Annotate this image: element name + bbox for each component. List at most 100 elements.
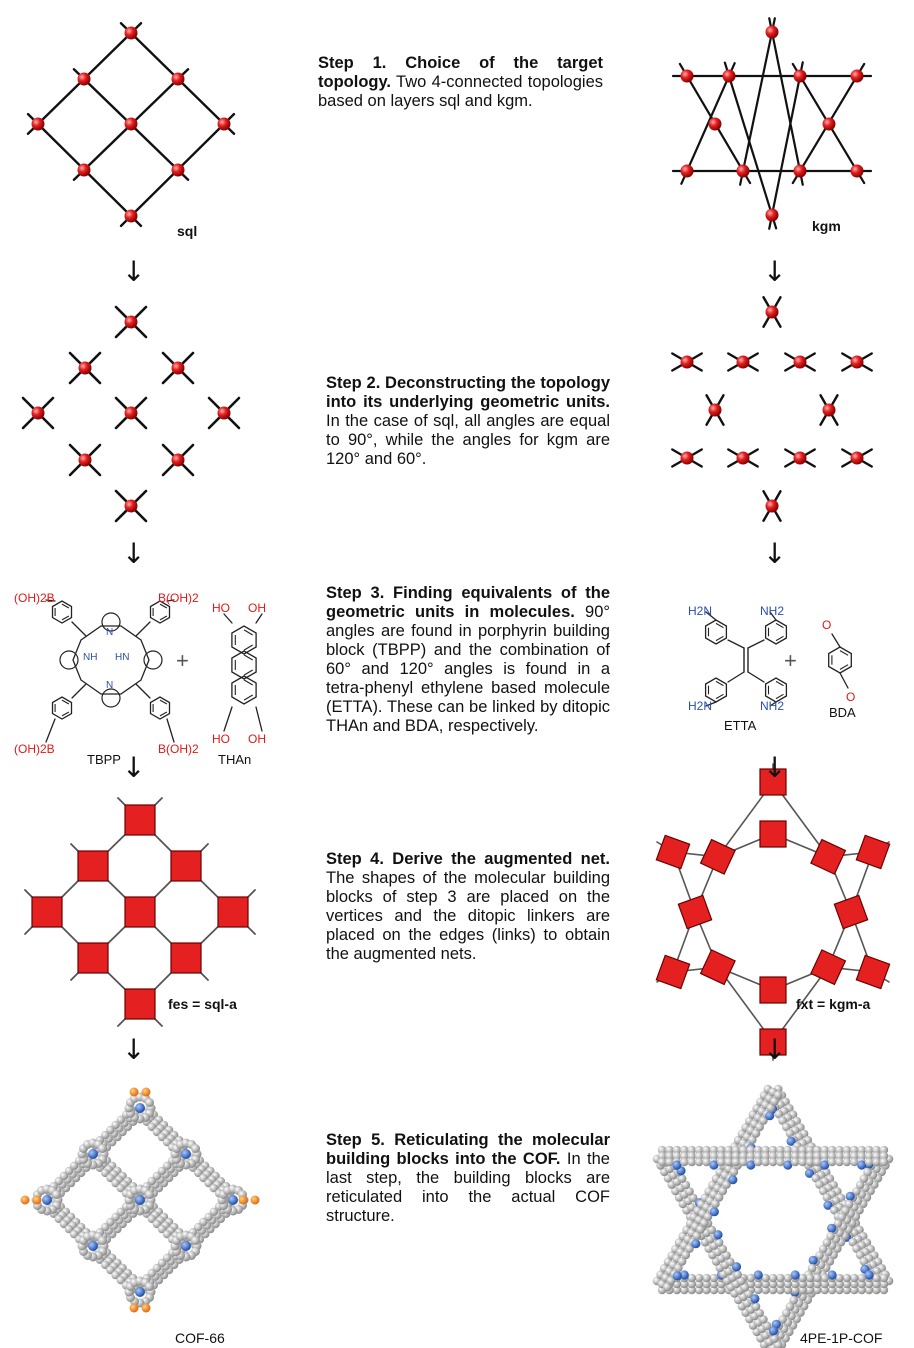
kgm-node xyxy=(765,208,779,222)
cof-nitrogen-atom xyxy=(823,1200,833,1210)
tbpp-boronic-bottom-left: (OH)2B xyxy=(14,742,55,756)
cof-carbon-atom xyxy=(714,1193,724,1202)
cof-carbon-atom xyxy=(855,1180,865,1190)
cof-carbon-atom xyxy=(850,1285,859,1295)
cof-carbon-atom xyxy=(842,1157,852,1167)
cof-carbon-atom xyxy=(680,1145,689,1155)
kgm-node xyxy=(793,164,807,178)
cof-carbon-atom xyxy=(844,1199,854,1209)
ring-double-bond xyxy=(61,603,70,609)
fes-square xyxy=(124,896,156,928)
tbpp-n-bottom: N xyxy=(106,680,114,691)
cof-carbon-atom xyxy=(798,1145,807,1155)
cof-carbon-atom xyxy=(145,1190,154,1199)
cof-carbon-atom xyxy=(783,1145,793,1155)
cof-carbon-atom xyxy=(879,1145,889,1155)
plus-right: + xyxy=(784,648,797,673)
cof-carbon-atom xyxy=(657,1157,667,1167)
cof-carbon-atom xyxy=(864,1285,874,1295)
ring-double-bond xyxy=(775,680,784,687)
bond xyxy=(71,621,87,637)
fxt-square xyxy=(699,949,736,986)
cof-carbon-atom xyxy=(711,1199,720,1209)
cof-carbon-atom xyxy=(162,1230,172,1239)
cof-carbon-atom xyxy=(820,1273,829,1283)
cof-carbon-atom xyxy=(790,1145,800,1155)
cof-carbon-atom xyxy=(152,1171,162,1181)
sql-node xyxy=(31,117,45,131)
tbpp-boronic-tr-text: B(OH)2 xyxy=(158,591,199,605)
etta-amine-top-left: H2N xyxy=(688,604,713,618)
ring-double-bond xyxy=(159,711,168,717)
cof-carbon-atom xyxy=(822,1193,832,1202)
cof-carbon-atom xyxy=(879,1279,889,1289)
cof-carbon-atom xyxy=(702,1279,711,1289)
cof-carbon-atom xyxy=(768,1279,778,1289)
than-ho-bottom: HO xyxy=(212,732,230,746)
step-1-body: Two 4-connected topologies based on laye… xyxy=(318,73,603,110)
cof-carbon-atom xyxy=(52,1190,61,1199)
cof-carbon-atom xyxy=(864,1145,874,1155)
cof-carbon-atom xyxy=(835,1285,844,1295)
cof-carbon-atom xyxy=(759,1116,768,1125)
cof-carbon-atom xyxy=(687,1145,696,1155)
cof-carbon-atom xyxy=(687,1151,696,1161)
cof-carbon-atom xyxy=(813,1279,822,1289)
cof-carbon-atom xyxy=(857,1279,866,1289)
fxt-square xyxy=(855,834,891,870)
cof-carbon-atom xyxy=(101,1222,110,1232)
kgm-node xyxy=(680,69,694,83)
cof-nitrogen-atom xyxy=(786,1136,796,1146)
cof-carbon-atom xyxy=(672,1151,682,1161)
cof-carbon-atom xyxy=(761,1157,770,1167)
cof-carbon-atom xyxy=(842,1273,852,1283)
sql-unit-node xyxy=(217,406,231,420)
cof-carbon-atom xyxy=(657,1145,667,1155)
bond xyxy=(255,613,263,624)
cof-carbon-atom xyxy=(162,1161,172,1171)
cof-nitrogen-atom xyxy=(857,1160,867,1170)
fes-square xyxy=(77,942,109,974)
cof-carbon-atom xyxy=(64,1224,74,1234)
cof-nitrogen-atom xyxy=(845,1191,855,1201)
ring-double-bond xyxy=(243,694,253,701)
cof-carbon-atom xyxy=(857,1273,866,1283)
cof-carbon-atom xyxy=(106,1217,115,1227)
ring-double-bond xyxy=(243,629,253,636)
cof-carbon-atom xyxy=(872,1273,881,1283)
4pe-1p-cof-structure xyxy=(652,1084,894,1348)
sql-unit-node xyxy=(171,453,185,467)
cof-carbon-atom xyxy=(204,1178,213,1188)
cof-carbon-atom xyxy=(69,1230,79,1239)
cof-carbon-atom xyxy=(751,1129,761,1138)
cof-carbon-atom xyxy=(674,1263,683,1273)
cof-carbon-atom xyxy=(722,1180,731,1189)
cof-carbon-atom xyxy=(755,1308,764,1318)
cof-carbon-atom xyxy=(826,1231,835,1241)
cof-carbon-atom xyxy=(718,1244,728,1254)
sql-node xyxy=(171,72,185,86)
etta-molecule xyxy=(704,611,788,707)
phenyl-ring xyxy=(704,619,728,645)
cof-carbon-atom xyxy=(837,1212,846,1222)
cof-carbon-atom xyxy=(106,1265,115,1275)
cof-nitrogen-atom xyxy=(765,1111,775,1121)
cof-carbon-atom xyxy=(857,1285,866,1295)
anthracene-ring xyxy=(231,675,257,705)
cof-carbon-atom xyxy=(106,1173,115,1183)
cof-carbon-atom xyxy=(111,1270,120,1280)
cof-carbon-atom xyxy=(790,1279,800,1289)
kgm-node xyxy=(765,25,779,39)
cof-boron-atom xyxy=(250,1195,260,1205)
cof-carbon-atom xyxy=(744,1289,753,1299)
fxt-square xyxy=(677,894,713,930)
cof-carbon-atom xyxy=(98,1144,107,1153)
cof-carbon-atom xyxy=(740,1283,750,1292)
tbpp-boronic-br-text: B(OH)2 xyxy=(158,742,199,756)
cof-carbon-atom xyxy=(813,1157,822,1167)
sql-geometric-units xyxy=(21,305,241,523)
cof-carbon-atom xyxy=(707,1225,716,1235)
cof-carbon-atom xyxy=(761,1145,770,1155)
step-2-body: In the case of sql, all angles are equal… xyxy=(326,412,610,468)
cof-carbon-atom xyxy=(805,1285,815,1295)
